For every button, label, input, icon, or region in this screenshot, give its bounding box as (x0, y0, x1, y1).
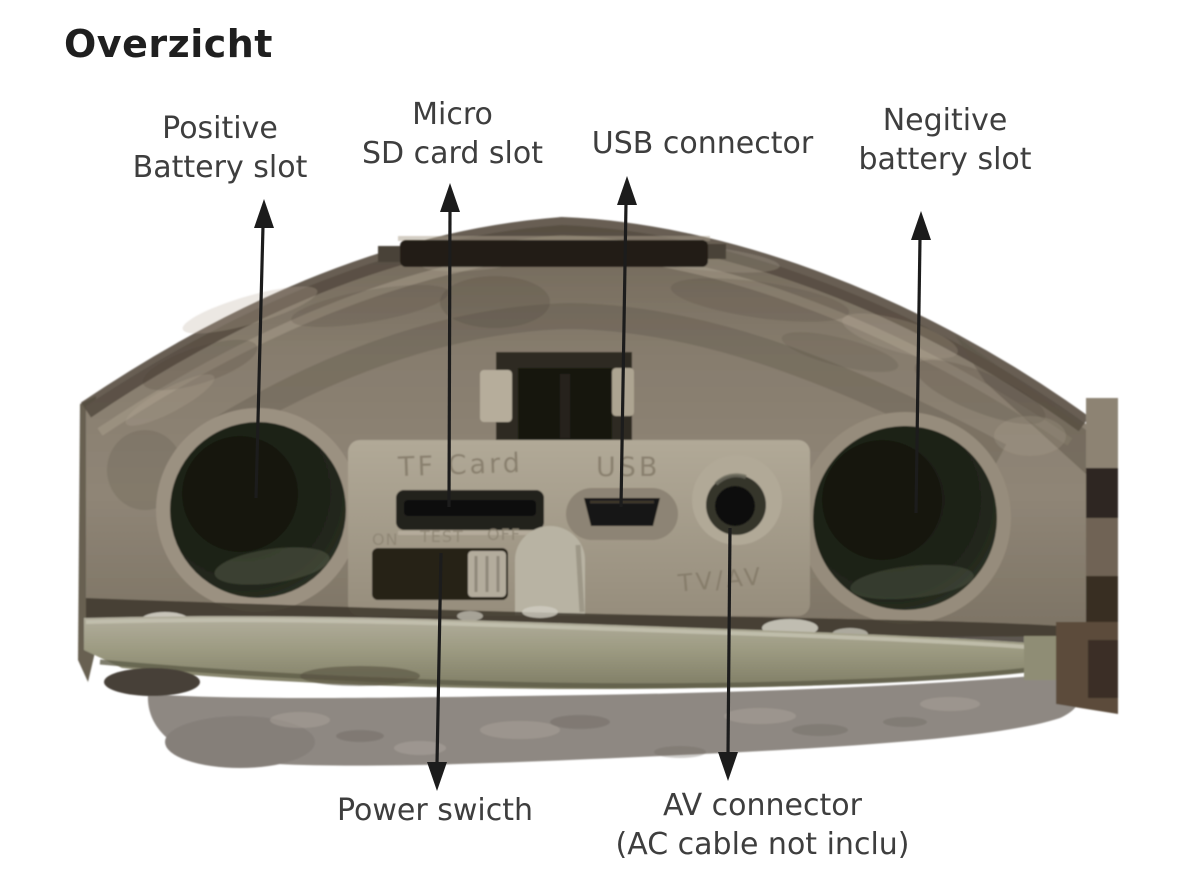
label-line: Micro (412, 97, 493, 132)
label-negative-battery-slot: Negitive battery slot (825, 101, 1065, 179)
label-av-connector: AV connector (AC cable not inclu) (585, 786, 940, 864)
embossed-off-text: OFF (487, 525, 521, 544)
page-title: Overzicht (64, 22, 273, 66)
label-line: AV connector (663, 788, 862, 823)
label-power-switch: Power swicth (310, 791, 560, 830)
arrow-positive-battery-slot (254, 199, 274, 499)
arrow-power-switch (427, 552, 447, 791)
battery-slot-positive (156, 408, 360, 612)
strap-slot (378, 236, 726, 267)
embossed-test-text: TEST (419, 527, 464, 546)
label-line: Positive (162, 111, 278, 146)
av-connector-jack (692, 455, 782, 545)
embossed-usb-text: USB (596, 452, 660, 483)
label-line: SD card slot (361, 136, 544, 171)
annotation-arrows (254, 176, 931, 791)
label-line: Battery slot (132, 150, 308, 185)
label-positive-battery-slot: Positive Battery slot (90, 109, 350, 187)
micro-sd-card-slot (396, 490, 544, 535)
label-line: battery slot (858, 142, 1032, 177)
label-line: Negitive (882, 103, 1008, 138)
label-usb-connector: USB connector (575, 124, 830, 163)
label-micro-sd-card-slot: Micro SD card slot (330, 95, 575, 173)
power-switch: ON TEST OFF (372, 525, 521, 600)
arrow-av-connector (718, 527, 738, 781)
mounting-post (515, 526, 585, 615)
side-latch-hardware (1056, 398, 1118, 714)
battery-slot-negative (799, 412, 1011, 624)
arrow-micro-sd-slot (440, 183, 460, 508)
embossed-on-text: ON (372, 530, 399, 549)
arrow-negative-battery-slot (911, 211, 931, 514)
label-line: USB connector (591, 126, 814, 161)
rubber-foot (104, 668, 200, 696)
usb-connector-port (566, 488, 678, 540)
label-line: (AC cable not inclu) (615, 827, 910, 862)
port-panel: TF Card USB TV/AV (348, 440, 810, 616)
carpet-background (147, 674, 1080, 768)
label-line: Power swicth (336, 793, 533, 828)
embossed-tf-card-text: TF Card (397, 448, 524, 483)
arrow-usb-connector (617, 176, 637, 508)
